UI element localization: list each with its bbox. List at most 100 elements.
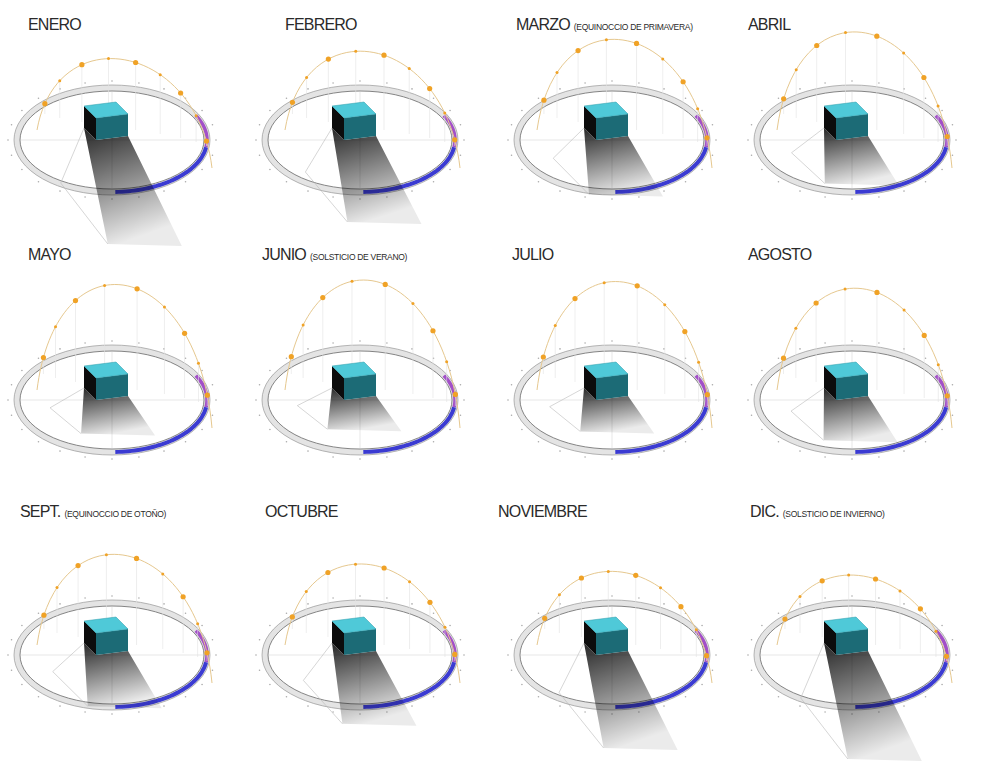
tick-dot bbox=[201, 110, 203, 112]
projection-line bbox=[581, 578, 582, 637]
sun-position bbox=[798, 595, 801, 598]
tick-dot bbox=[433, 612, 435, 614]
sun-position bbox=[844, 288, 847, 291]
tick-dot bbox=[84, 597, 86, 599]
tick-dot bbox=[84, 82, 86, 84]
tick-dot bbox=[59, 450, 61, 452]
shadow-guide bbox=[305, 128, 347, 222]
sun-position bbox=[58, 79, 61, 82]
sun-position bbox=[133, 60, 138, 65]
sun-position bbox=[695, 628, 698, 631]
projection-line bbox=[683, 82, 684, 138]
projection-line bbox=[385, 284, 386, 390]
sun-diagram bbox=[747, 574, 957, 761]
sun-position bbox=[381, 53, 386, 58]
sun-position bbox=[204, 138, 209, 143]
sun-position bbox=[205, 393, 210, 398]
projection-line bbox=[637, 286, 638, 390]
projection-line bbox=[923, 78, 924, 138]
tick-dot bbox=[559, 705, 561, 707]
tick-dot bbox=[59, 603, 61, 605]
tick-dot bbox=[449, 684, 451, 686]
tick-dot bbox=[701, 625, 703, 627]
sun-position bbox=[697, 361, 700, 364]
tick-dot bbox=[712, 669, 714, 671]
tick-dot bbox=[201, 429, 203, 431]
tick-dot bbox=[799, 190, 801, 192]
sun-position bbox=[937, 104, 940, 107]
tick-dot bbox=[778, 181, 780, 183]
sun-path bbox=[37, 554, 212, 683]
tick-dot bbox=[824, 711, 826, 713]
box-top bbox=[332, 362, 376, 378]
tick-dot bbox=[185, 357, 187, 359]
projection-line bbox=[904, 310, 905, 394]
tick-dot bbox=[307, 603, 309, 605]
ground-ring bbox=[757, 348, 947, 452]
month-heading: JUNIO(SOLSTICIO DE VERANO) bbox=[262, 246, 407, 264]
tick-dot bbox=[11, 154, 13, 156]
tick-dot bbox=[824, 456, 826, 458]
tick-dot bbox=[747, 399, 749, 401]
projection-line bbox=[327, 572, 328, 637]
sun-diagram bbox=[7, 57, 217, 246]
tick-dot bbox=[460, 414, 462, 416]
tick-dot bbox=[411, 348, 413, 350]
tick-dot bbox=[878, 342, 880, 344]
tick-dot bbox=[521, 110, 523, 112]
sun-position bbox=[874, 290, 879, 295]
tick-dot bbox=[799, 348, 801, 350]
sun-diagram bbox=[507, 570, 717, 750]
box-front bbox=[596, 114, 628, 140]
tick-dot bbox=[11, 414, 13, 416]
ring-outline bbox=[20, 351, 204, 449]
sun-position bbox=[105, 553, 108, 556]
sun-position bbox=[558, 593, 561, 596]
sun-position bbox=[794, 327, 797, 330]
sun-diagram bbox=[7, 284, 217, 460]
projection-line bbox=[409, 69, 410, 134]
event-note: (SOLSTICIO DE INVIERNO) bbox=[783, 509, 885, 519]
event-note: (EQUINOCCIO DE PRIMAVERA) bbox=[574, 22, 693, 32]
projection-line bbox=[183, 597, 184, 653]
tick-dot bbox=[584, 342, 586, 344]
tick-dot bbox=[761, 684, 763, 686]
sun-position bbox=[383, 282, 388, 287]
tick-dot bbox=[84, 342, 86, 344]
tick-dot bbox=[38, 97, 40, 99]
projection-line bbox=[822, 581, 823, 637]
sun-position bbox=[704, 653, 709, 658]
sun-path bbox=[537, 39, 712, 168]
sun-position bbox=[575, 48, 580, 53]
tick-dot bbox=[201, 684, 203, 686]
projection-line bbox=[684, 332, 685, 398]
tick-dot bbox=[269, 169, 271, 171]
sun-position bbox=[54, 325, 57, 328]
tick-dot bbox=[185, 441, 187, 443]
ring-outline bbox=[14, 345, 210, 455]
tick-dot bbox=[712, 384, 714, 386]
sun-position bbox=[579, 575, 584, 580]
tick-dot bbox=[878, 456, 880, 458]
tick-dot bbox=[538, 357, 540, 359]
tick-dot bbox=[952, 154, 954, 156]
sun-position bbox=[813, 300, 818, 305]
tick-dot bbox=[433, 441, 435, 443]
projection-line bbox=[198, 363, 199, 402]
sun-position bbox=[934, 630, 937, 633]
tick-dot bbox=[307, 348, 309, 350]
tick-dot bbox=[925, 181, 927, 183]
sun-position bbox=[820, 578, 825, 583]
sun-diagram bbox=[255, 280, 465, 460]
sun-position bbox=[918, 606, 923, 611]
tick-dot bbox=[521, 684, 523, 686]
sun-position bbox=[541, 98, 546, 103]
tick-dot bbox=[212, 384, 214, 386]
tick-dot bbox=[411, 705, 413, 707]
projection-line bbox=[660, 588, 661, 649]
tick-dot bbox=[663, 603, 665, 605]
tick-dot bbox=[460, 154, 462, 156]
projection-line bbox=[135, 63, 136, 130]
sun-position bbox=[42, 101, 47, 106]
